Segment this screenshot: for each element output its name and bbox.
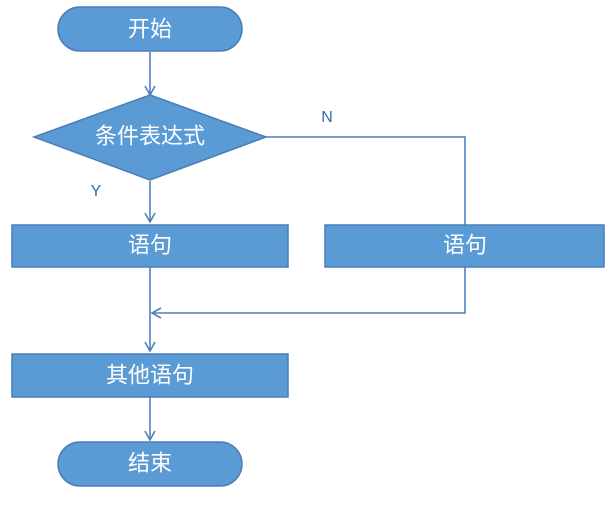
other-statements-node: 其他语句 xyxy=(11,353,289,398)
condition-node: 条件表达式 xyxy=(31,94,269,181)
statement-false-label: 语句 xyxy=(443,234,487,259)
statement-true-node: 语句 xyxy=(11,224,289,268)
end-node-label: 结束 xyxy=(128,452,172,477)
end-node: 结束 xyxy=(57,441,243,487)
edge-false-statement-to-merge xyxy=(150,267,466,319)
start-node: 开始 xyxy=(57,6,243,52)
other-statements-label: 其他语句 xyxy=(106,364,194,389)
other-statements-shape xyxy=(11,353,289,398)
start-node-shape xyxy=(57,6,243,52)
condition-node-shape xyxy=(31,94,269,181)
branch-label-no: N xyxy=(321,109,333,126)
edges xyxy=(144,52,466,442)
statement-false-shape xyxy=(324,224,605,268)
statement-true-shape xyxy=(11,224,289,268)
start-node-label: 开始 xyxy=(128,18,172,43)
end-node-shape xyxy=(57,441,243,487)
statement-true-label: 语句 xyxy=(128,234,172,259)
edge-condition-no-to-statement xyxy=(266,136,466,225)
branch-label-yes: Y xyxy=(91,183,102,200)
statement-false-node: 语句 xyxy=(324,224,605,268)
condition-node-label: 条件表达式 xyxy=(95,125,205,150)
